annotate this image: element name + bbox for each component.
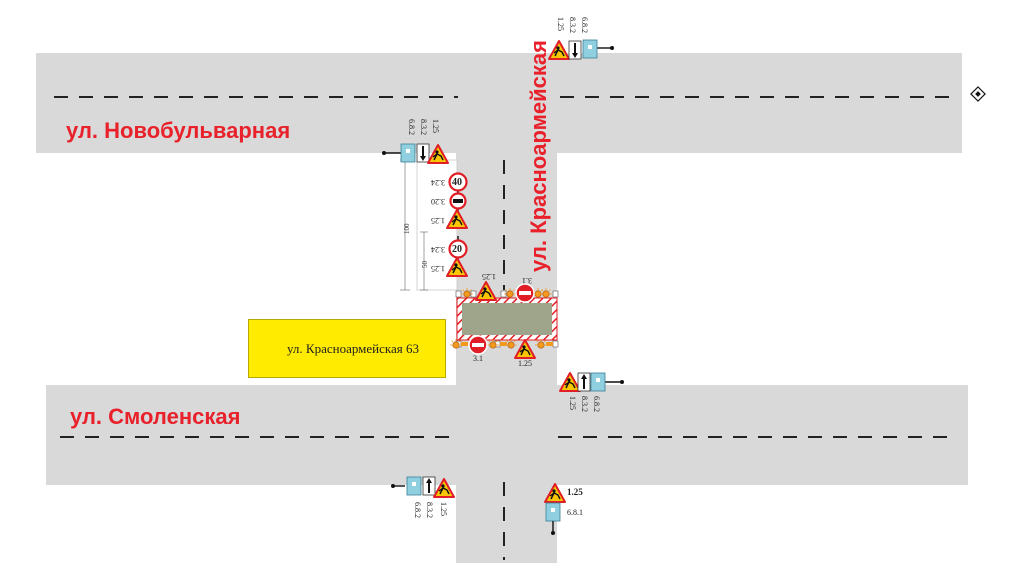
code-1-25-workzone-top: 1.25 xyxy=(482,272,496,281)
code-1-25-novobulvarnaya: 1.25 xyxy=(431,119,440,133)
dimension-100: 100 xyxy=(403,223,411,235)
sign-post-top-center xyxy=(548,39,614,60)
code-8-3-2-right: 8.3.2 xyxy=(580,396,589,412)
code-3-24-lower: 3.24 xyxy=(431,245,445,254)
code-1-25-lower: 1.25 xyxy=(431,264,445,273)
street-label-novobulvarnaya: ул. Новобульварная xyxy=(66,118,291,143)
code-6-8-2-bottom-left: 6.8.2 xyxy=(413,502,422,518)
code-6-8-2-right: 6.8.2 xyxy=(592,396,601,412)
code-1-25-bottom-left: 1.25 xyxy=(439,502,448,516)
dimension-50: 50 xyxy=(421,261,429,268)
direction-arrow-icon xyxy=(970,86,986,102)
code-1-25-upper: 1.25 xyxy=(431,216,445,225)
sign-post-bottom-left xyxy=(391,476,455,498)
code-8-3-2-bottom-left: 8.3.2 xyxy=(425,502,434,518)
lane-markings xyxy=(54,96,958,560)
sign-post-novobulvarnaya xyxy=(382,143,449,164)
code-3-20: 3.20 xyxy=(431,197,445,206)
barrier-orange xyxy=(461,342,553,346)
street-label-krasnoarmeyskaya: ул. Красноармейская xyxy=(526,40,551,272)
speed-limit-20: 20 xyxy=(452,244,462,255)
code-1-25-bottom-right: 1.25 xyxy=(567,487,583,497)
code-8-3-2-top-center: 8.3.2 xyxy=(568,17,577,33)
code-1-25-top-center: 1.25 xyxy=(556,17,565,31)
code-1-25-workzone-bottom: 1.25 xyxy=(518,359,532,368)
work-zone xyxy=(462,303,552,335)
code-6-8-2-top-center: 6.8.2 xyxy=(580,17,589,33)
address-label: ул. Красноармейская 63 xyxy=(248,319,446,378)
speed-limit-40: 40 xyxy=(452,177,462,188)
code-3-1-workzone-top: 3.1 xyxy=(522,276,532,285)
sidewalk-signs xyxy=(446,172,468,277)
code-3-1-workzone-bottom: 3.1 xyxy=(473,354,483,363)
street-label-smolenskaya: ул. Смоленская xyxy=(70,404,241,429)
address-text: ул. Красноармейская 63 xyxy=(287,340,419,356)
sign-post-bottom-right xyxy=(544,483,566,535)
code-6-8-1-bottom-right: 6.8.1 xyxy=(567,508,583,517)
code-8-3-2-novobulvarnaya: 8.3.2 xyxy=(419,119,428,135)
code-6-8-2-novobulvarnaya: 6.8.2 xyxy=(407,119,416,135)
code-1-25-right: 1.25 xyxy=(568,396,577,410)
code-3-24-upper: 3.24 xyxy=(431,178,445,187)
sign-post-right xyxy=(559,372,624,392)
